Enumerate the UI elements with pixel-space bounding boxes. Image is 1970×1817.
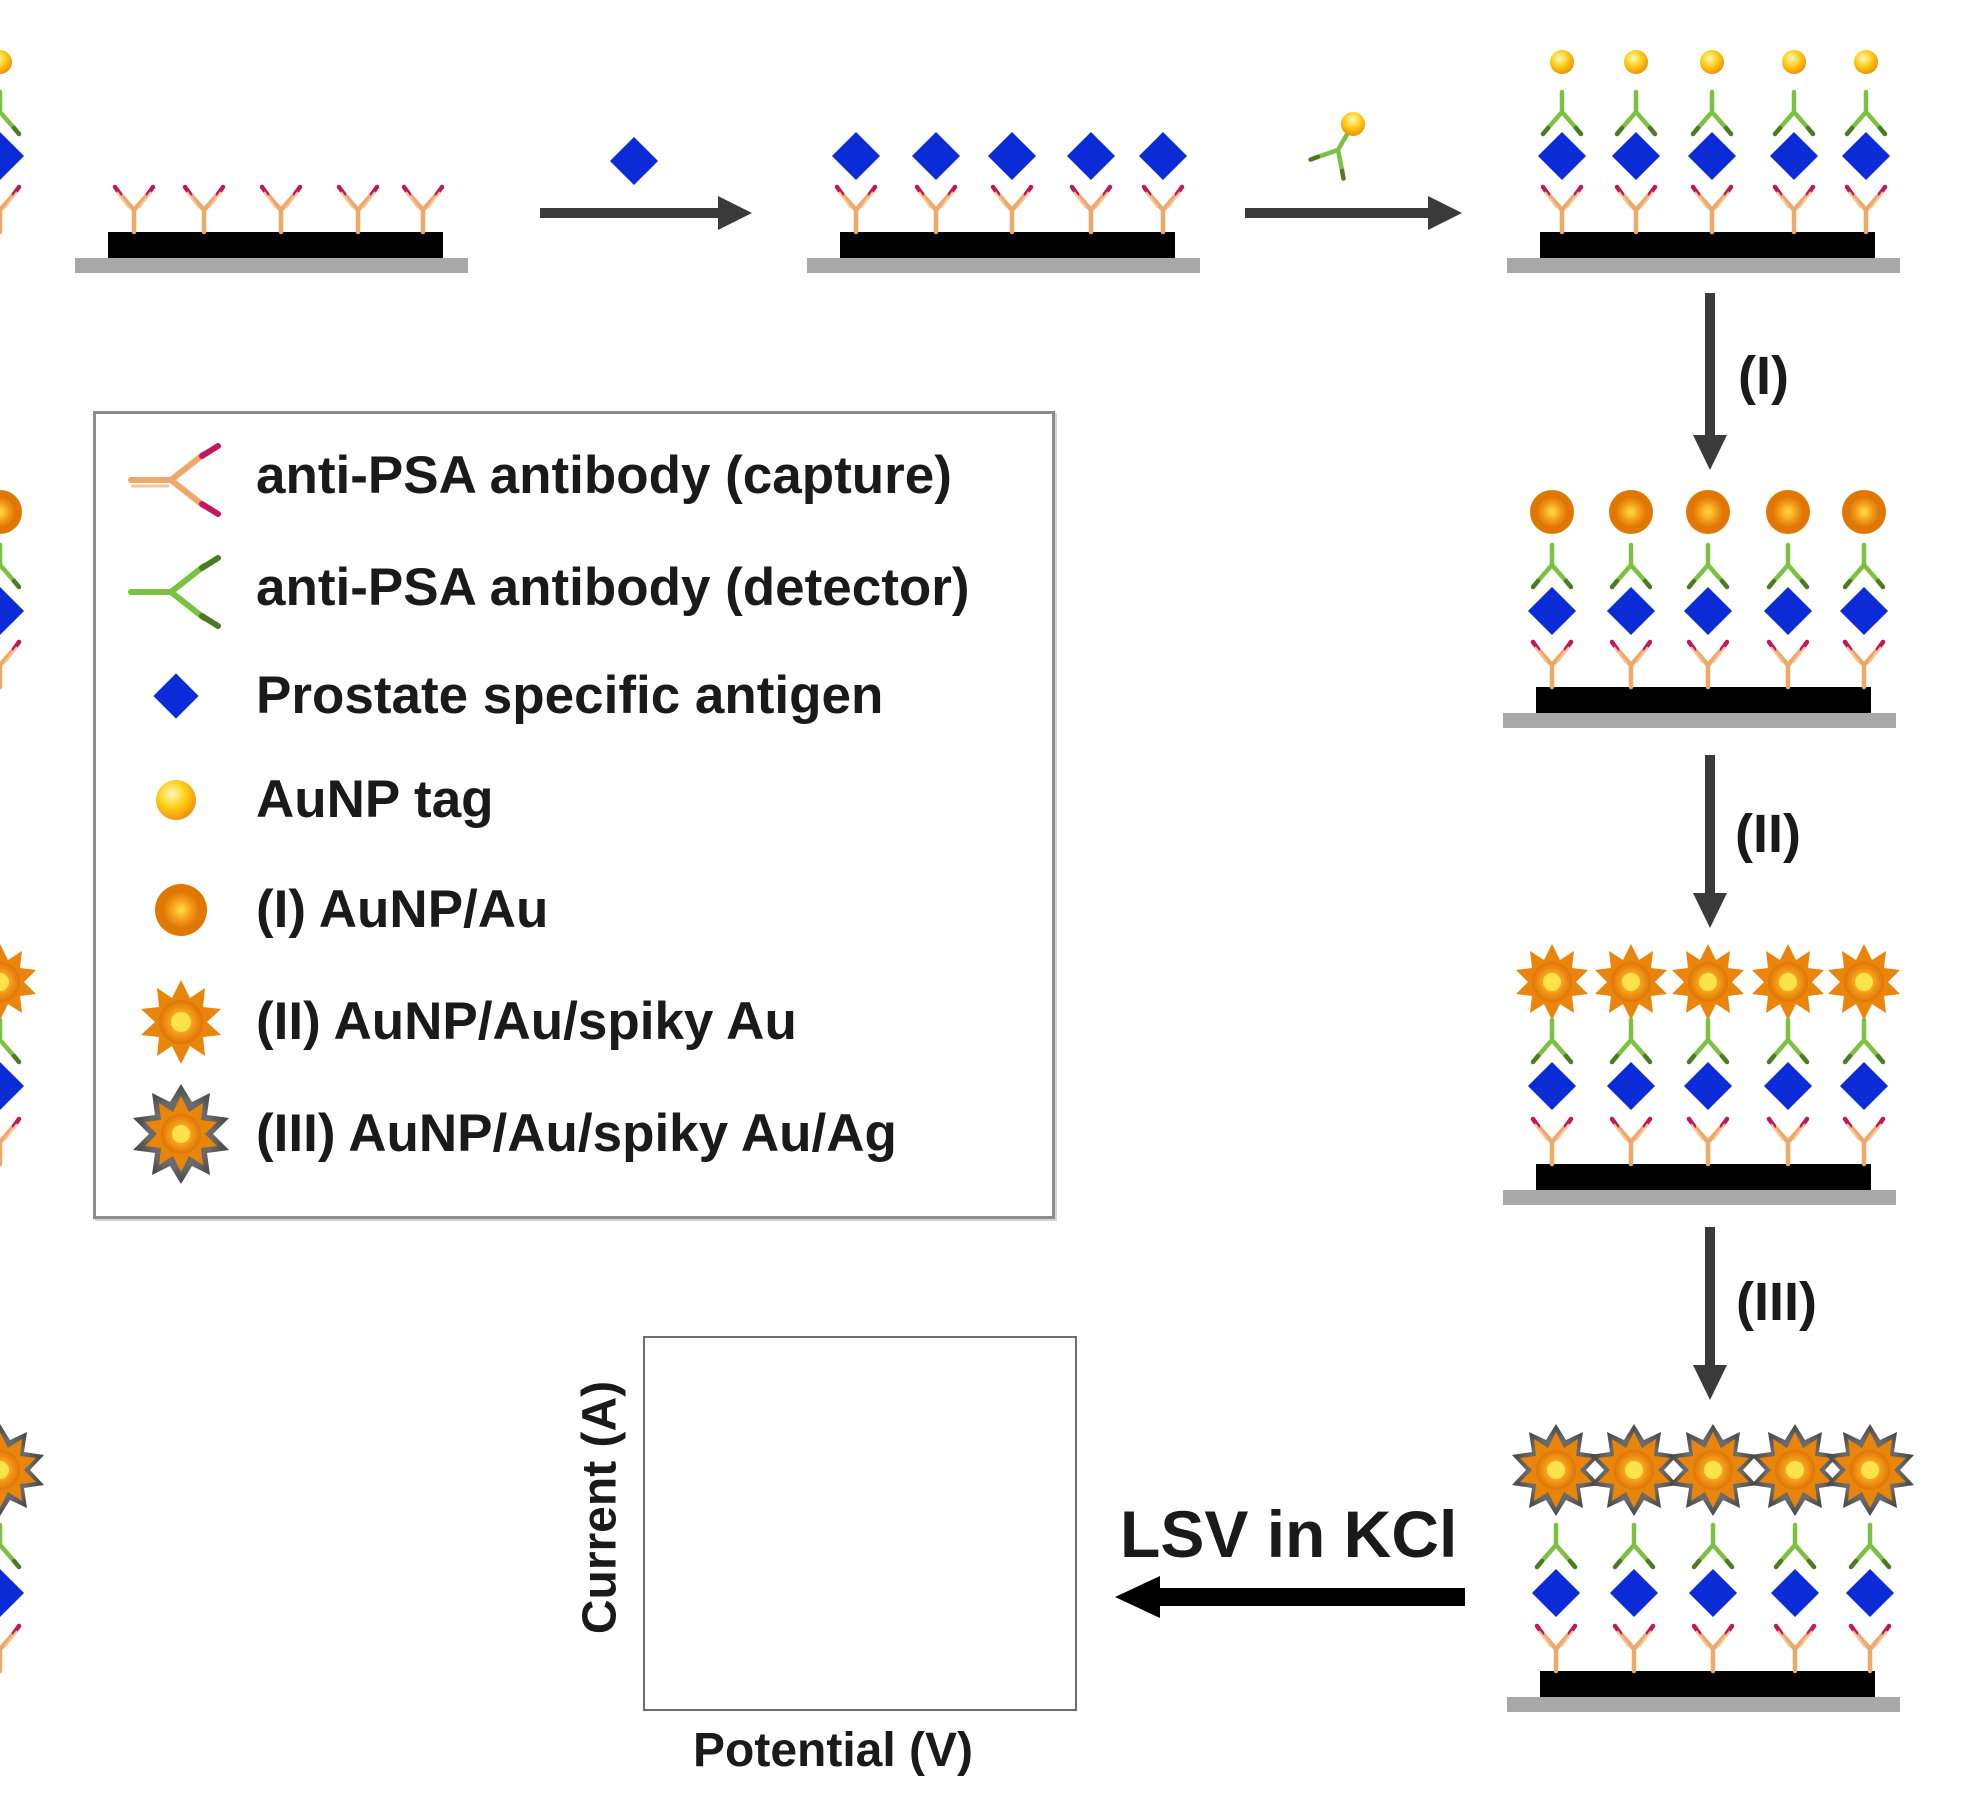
legend: anti-PSA antibody (capture) anti-PSA ant… [93, 411, 1055, 1219]
spiky-au-icon [141, 980, 221, 1064]
legend-item-spiky: (II) AuNP/Au/spiky Au [96, 972, 1052, 1072]
readout-label: LSV in KCl [1120, 1497, 1458, 1571]
legend-label: (II) AuNP/Au/spiky Au [256, 992, 797, 1051]
lsv-arrow [1115, 1576, 1465, 1618]
legend-label: anti-PSA antibody (capture) [256, 446, 952, 505]
arrow-add-antigen [540, 136, 752, 230]
plot-ylabel: Current (A) [573, 1380, 627, 1635]
legend-item-tag: AuNP tag [96, 750, 1052, 850]
psa-antigen-icon [153, 673, 199, 719]
legend-label: AuNP tag [256, 770, 494, 829]
aunp-tag-icon [156, 780, 196, 820]
capture-antibody-icon [128, 443, 221, 517]
step-label-2: (II) [1735, 804, 1801, 864]
legend-label: Prostate specific antigen [256, 666, 884, 725]
lsv-plot-frame [643, 1336, 1077, 1711]
legend-item-detector: anti-PSA antibody (detector) [96, 538, 1052, 638]
electrode-panel-6 [0, 1424, 1914, 1712]
detector-antibody-icon [128, 555, 221, 629]
legend-label: (III) AuNP/Au/spiky Au/Ag [256, 1104, 897, 1163]
legend-item-antigen: Prostate specific antigen [96, 646, 1052, 746]
aunp-au-icon [155, 884, 207, 936]
legend-item-capture: anti-PSA antibody (capture) [96, 426, 1052, 526]
electrode-panel-1 [75, 187, 468, 273]
electrode-panel-3 [0, 50, 1900, 273]
step-arrow-1 [1693, 293, 1727, 470]
legend-label: (I) AuNP/Au [256, 880, 549, 939]
electrode-panel-5 [0, 944, 1900, 1205]
step-label-3: (III) [1736, 1272, 1817, 1332]
electrode-panel-2 [807, 131, 1200, 273]
plot-xlabel: Potential (V) [693, 1724, 974, 1777]
step-arrow-3 [1693, 1227, 1727, 1400]
step-arrow-2 [1693, 755, 1727, 928]
step-label-1: (I) [1738, 346, 1789, 406]
legend-item-spiky-ag: (III) AuNP/Au/spiky Au/Ag [96, 1084, 1052, 1184]
arrow-add-detector [1245, 107, 1462, 230]
spiky-au-ag-icon [133, 1084, 229, 1184]
electrode-panel-4 [0, 490, 1896, 728]
legend-item-aunp-au: (I) AuNP/Au [96, 860, 1052, 960]
legend-label: anti-PSA antibody (detector) [256, 558, 970, 617]
